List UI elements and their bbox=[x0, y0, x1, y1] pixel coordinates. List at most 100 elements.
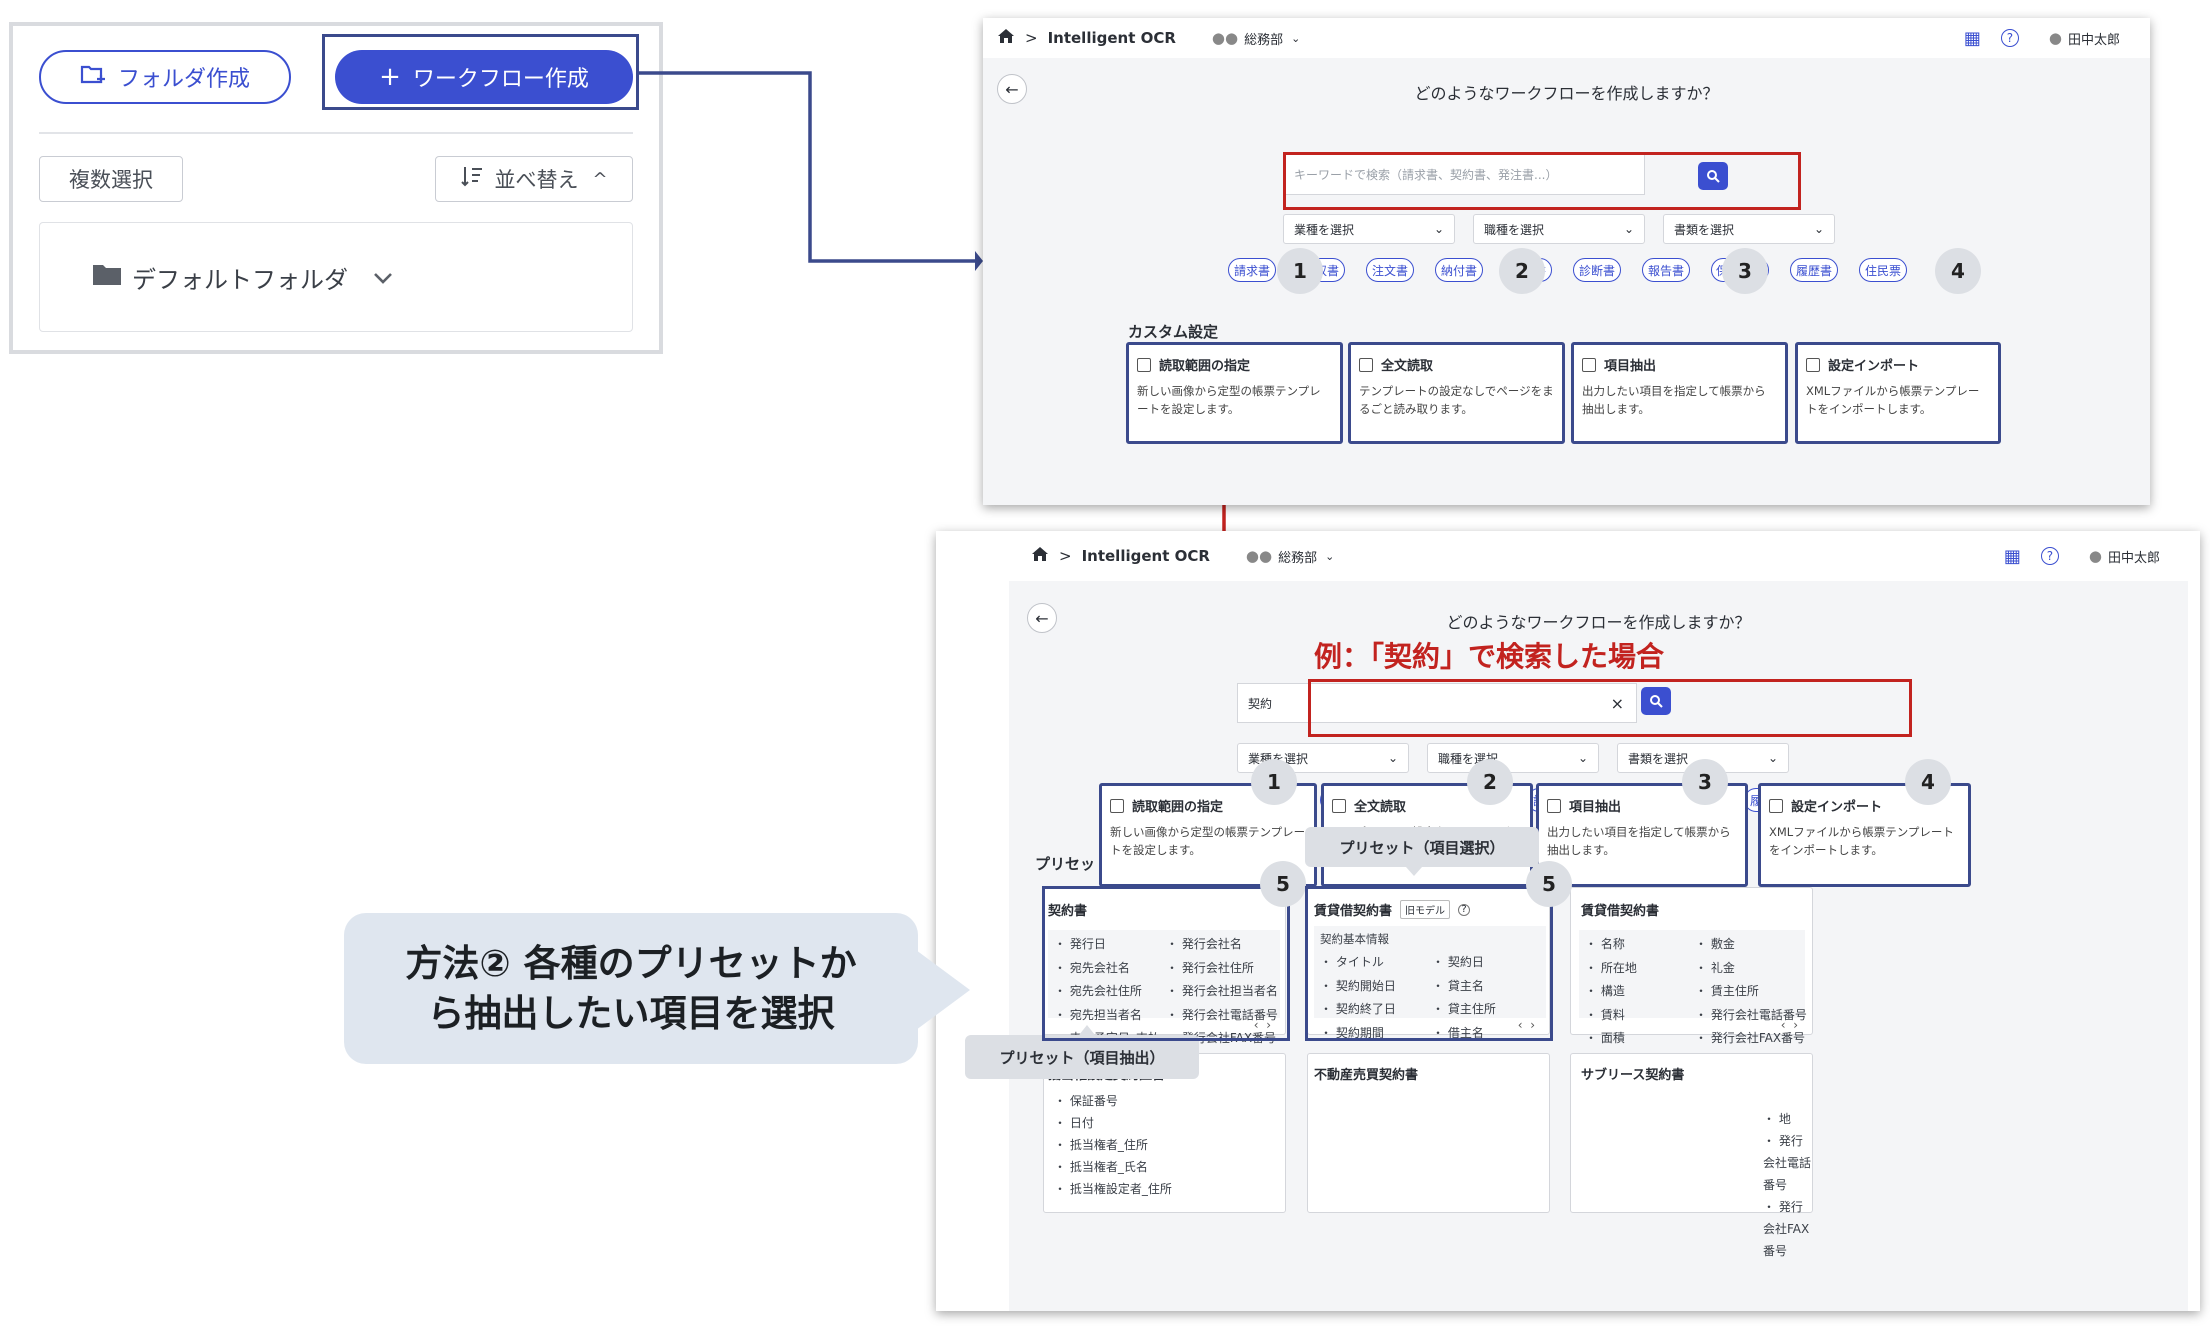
user-icon: ● bbox=[2088, 547, 2102, 565]
clear-icon[interactable]: × bbox=[1610, 693, 1624, 713]
list-item: ・ 抵当権設定者_住所 bbox=[1054, 1182, 1172, 1196]
folder-icon bbox=[92, 262, 122, 292]
preset-card-sublease[interactable]: サブリース契約書 ・ 地 ・ 発行会社電話番号 ・ 発行会社FAX番号 bbox=[1570, 1053, 1813, 1258]
help-icon[interactable]: ? bbox=[1458, 903, 1471, 916]
breadcrumb-app[interactable]: Intelligent OCR bbox=[1047, 29, 1176, 47]
list-item: ・ 抵当権者_住所 bbox=[1054, 1138, 1148, 1152]
dropdown-document-label: 書類を選択 bbox=[1674, 222, 1735, 237]
preset-title: 賃貸借契約書 bbox=[1314, 904, 1393, 919]
custom-card-2[interactable]: 全文読取テンプレートの設定なしでページをまるごと読み取ります。 bbox=[1348, 342, 1565, 444]
step-number-5: 5 bbox=[1526, 861, 1572, 907]
custom-card-desc: 出力したい項目を指定して帳票から抽出します。 bbox=[1582, 384, 1766, 416]
dropdown-document[interactable]: 書類を選択⌄ bbox=[1617, 743, 1789, 773]
list-item: ・ 宛先会社名 bbox=[1054, 960, 1130, 975]
sort-button[interactable]: 並べ替え ^ bbox=[435, 156, 633, 202]
list-item: ・ 貸主名 bbox=[1432, 978, 1484, 993]
preset-subheading: 契約基本情報 bbox=[1320, 932, 1389, 946]
page-question: どのようなワークフローを作成しますか？ bbox=[1446, 613, 1751, 632]
preset-items-box bbox=[1048, 930, 1280, 1018]
top-navbar: > Intelligent OCR ●● 総務部 ⌄ ▦ ? ● 田中太郎 bbox=[983, 18, 2150, 58]
department-selector[interactable]: 総務部 bbox=[1244, 32, 1284, 48]
dropdown-industry[interactable]: 業種を選択⌄ bbox=[1237, 743, 1409, 773]
chevron-down-icon: ⌄ bbox=[1325, 549, 1335, 563]
list-item: ・ 発行会社電話番号 bbox=[1695, 1007, 1807, 1022]
dropdown-job[interactable]: 職種を選択⌄ bbox=[1473, 214, 1645, 244]
list-item: ・ 面積 bbox=[1585, 1031, 1625, 1045]
list-item: ・ 発行会社名 bbox=[1166, 937, 1242, 951]
back-button[interactable]: ← bbox=[997, 74, 1027, 104]
custom-card-desc: テンプレートの設定なしでページをまるごと読み取ります。 bbox=[1359, 384, 1554, 416]
preset-card-real-estate[interactable]: 不動産売買契約書 bbox=[1307, 1053, 1550, 1213]
apps-grid-icon[interactable]: ▦ bbox=[2003, 545, 2021, 567]
default-folder-label: デフォルトフォルダ bbox=[132, 265, 348, 294]
preset-items-box bbox=[1314, 926, 1546, 1018]
custom-card-3[interactable]: 項目抽出出力したい項目を指定して帳票から抽出します。 bbox=[1571, 342, 1788, 444]
breadcrumb-app[interactable]: Intelligent OCR bbox=[1081, 547, 1210, 565]
back-button[interactable]: ← bbox=[1027, 603, 1057, 633]
list-item: ・ 発行会社電話番号 bbox=[1763, 1134, 1812, 1192]
chip-8[interactable]: 履歴書 bbox=[1790, 258, 1838, 282]
chip-5[interactable]: 診断書 bbox=[1573, 258, 1621, 282]
preset-card-lease[interactable]: 賃貸借契約書 ・ 名称 ・ 所在地 ・ 構造 ・ 賃料 ・ 面積 ・ 敷金 ・ … bbox=[1570, 887, 1813, 1045]
custom-card-3[interactable]: 項目抽出出力したい項目を指定して帳票から抽出します。 bbox=[1536, 783, 1748, 887]
sort-label: 並べ替え bbox=[494, 168, 579, 192]
scan-area-icon bbox=[1110, 798, 1124, 813]
preset-card-lease-old[interactable]: 賃貸借契約書 旧モデル ? 契約基本情報 ・ タイトル ・ 契約開始日 ・ 契約… bbox=[1307, 887, 1550, 1040]
chip-6[interactable]: 報告書 bbox=[1642, 258, 1690, 282]
list-item: ・ 抵当権者_氏名 bbox=[1054, 1160, 1148, 1174]
step-number-2: 2 bbox=[1467, 759, 1513, 805]
custom-card-title-text: 項目抽出 bbox=[1569, 800, 1622, 815]
custom-card-title-text: 項目抽出 bbox=[1604, 359, 1657, 374]
multi-select-button[interactable]: 複数選択 bbox=[39, 156, 183, 202]
department-selector[interactable]: 総務部 bbox=[1278, 550, 1318, 566]
chip-2[interactable]: 注文書 bbox=[1366, 258, 1414, 282]
list-item: ・ 賃主住所 bbox=[1695, 984, 1759, 998]
search-icon bbox=[1650, 695, 1663, 708]
step-number-1: 1 bbox=[1251, 759, 1297, 805]
dropdown-industry-label: 業種を選択 bbox=[1294, 222, 1355, 237]
help-icon[interactable]: ? bbox=[2000, 29, 2019, 47]
callout-pointer bbox=[916, 950, 970, 1030]
workflow-create-label: ワークフロー作成 bbox=[412, 67, 589, 92]
dropdown-job[interactable]: 職種を選択⌄ bbox=[1427, 743, 1599, 773]
chevron-down-icon: ⌄ bbox=[1623, 222, 1634, 236]
pager[interactable]: ‹ › bbox=[1253, 1018, 1271, 1032]
user-name[interactable]: 田中太郎 bbox=[2067, 32, 2120, 48]
callout-bubble: 方法② 各種のプリセットか ら抽出したい項目を選択 bbox=[344, 913, 918, 1064]
preset-card-mortgage[interactable]: 抵当権設定契約証書 ・ 保証番号 ・ 日付 ・ 抵当権者_住所 ・ 抵当権者_氏… bbox=[1043, 1053, 1286, 1213]
help-icon[interactable]: ? bbox=[2040, 547, 2059, 565]
search-button[interactable] bbox=[1641, 687, 1671, 715]
dropdown-document[interactable]: 書類を選択 ⌄ bbox=[1663, 214, 1835, 244]
field-extract-icon bbox=[1582, 357, 1596, 372]
chevron-down-icon: ⌄ bbox=[1813, 222, 1824, 236]
custom-card-title: 読取範囲の指定 bbox=[1137, 355, 1332, 374]
list-item: ・ 発行会社FAX番号 bbox=[1695, 1031, 1806, 1045]
list-item: ・ タイトル bbox=[1320, 955, 1384, 969]
dropdown-industry[interactable]: 業種を選択⌄ bbox=[1283, 214, 1455, 244]
custom-card-title: 全文読取 bbox=[1332, 796, 1522, 815]
search-button[interactable] bbox=[1698, 162, 1728, 190]
step-number-1: 1 bbox=[1277, 248, 1323, 294]
list-item: ・ 賃料 bbox=[1585, 1007, 1625, 1022]
search-input[interactable]: 契約 × bbox=[1237, 683, 1637, 723]
user-name[interactable]: 田中太郎 bbox=[2107, 550, 2160, 566]
chip-0[interactable]: 請求書 bbox=[1228, 258, 1276, 282]
custom-card-1[interactable]: 読取範囲の指定新しい画像から定型の帳票テンプレートを設定します。 bbox=[1126, 342, 1343, 444]
list-item: ・ 発行会社担当者名 bbox=[1166, 984, 1278, 998]
search-input[interactable]: キーワードで検索（請求書、契約書、発注書...） bbox=[1283, 153, 1645, 195]
apps-grid-icon[interactable]: ▦ bbox=[1963, 27, 1981, 49]
pager[interactable]: ‹ › bbox=[1517, 1018, 1535, 1032]
preset-title: 賃貸借契約書 bbox=[1581, 904, 1660, 919]
pager[interactable]: ‹ › bbox=[1780, 1018, 1798, 1032]
home-icon[interactable] bbox=[1031, 546, 1049, 566]
folder-create-button[interactable]: フォルダ作成 bbox=[39, 50, 291, 104]
dropdown-document-label: 書類を選択 bbox=[1628, 751, 1689, 766]
chevron-up-icon: ^ bbox=[592, 168, 608, 190]
example-annotation: 例：「契約」で検索した場合 bbox=[1314, 640, 1665, 673]
chip-3[interactable]: 納付書 bbox=[1435, 258, 1483, 282]
workflow-create-button[interactable]: + ワークフロー作成 bbox=[335, 50, 633, 104]
chip-9[interactable]: 住民票 bbox=[1859, 258, 1907, 282]
folder-row[interactable]: デフォルトフォルダ bbox=[39, 222, 633, 332]
home-icon[interactable] bbox=[997, 28, 1015, 48]
